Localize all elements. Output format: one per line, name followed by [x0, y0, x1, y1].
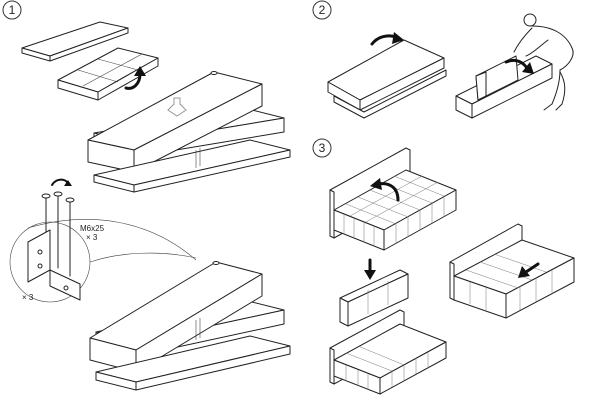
step-3-circle [312, 138, 332, 158]
step-1-circle [2, 0, 22, 20]
base-frame-lower [89, 261, 291, 391]
step-1-marker: 1 [2, 0, 22, 20]
rotate-arrow-step1 [124, 66, 146, 90]
step-2-number: 2 [319, 3, 326, 17]
bracket-icon [27, 229, 81, 301]
step-3-marker: 3 [312, 138, 332, 158]
push-arrow [504, 58, 534, 74]
step-2-circle [312, 0, 332, 20]
sofa-base-tilted [455, 55, 553, 119]
sofa-base-closed [327, 39, 447, 119]
sofa-with-cushions [329, 147, 457, 251]
back-panel [21, 21, 129, 62]
base-frame-upper [87, 71, 291, 193]
bolt-qty-label: × 3 [86, 233, 98, 242]
step-3-number: 3 [319, 141, 326, 155]
bolt-spec-label: M6x25 [80, 224, 105, 233]
step-2-marker: 2 [312, 0, 332, 20]
person-figure [513, 13, 574, 111]
lift-lid-arrow [370, 32, 404, 46]
sofa-insert-cushion [449, 223, 575, 319]
insert-cushion-arrow [518, 262, 540, 278]
bolt-detail-callout [9, 219, 197, 303]
assembled-sofa [329, 309, 447, 395]
storage-tray [57, 47, 159, 101]
down-arrow [364, 258, 376, 280]
step-1-number: 1 [9, 3, 16, 17]
bracket-qty-label: × 3 [22, 293, 34, 302]
lift-cushion-arrow [370, 178, 400, 202]
backrest-cushion [339, 269, 409, 327]
screwdriver-icon [51, 178, 72, 186]
